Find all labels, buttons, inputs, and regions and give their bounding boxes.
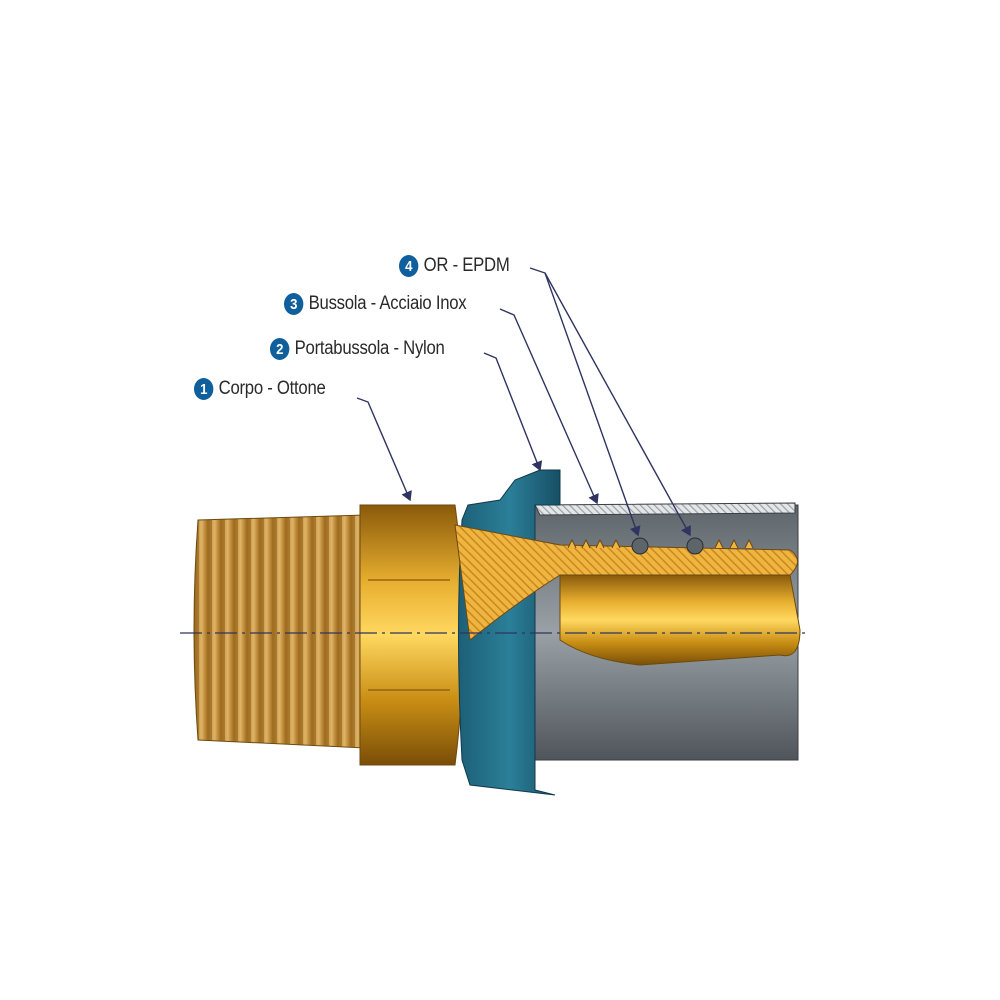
label-text: Portabussola - Nylon xyxy=(294,338,445,359)
label-bussola: 3 Bussola - Acciaio Inox xyxy=(284,293,467,315)
label-portabussola: 2 Portabussola - Nylon xyxy=(270,338,445,360)
badge-3: 3 xyxy=(284,293,304,315)
leader-1 xyxy=(356,397,412,502)
label-text: OR - EPDM xyxy=(423,255,510,276)
leader-3 xyxy=(499,308,599,505)
threaded-end xyxy=(193,514,366,749)
hex-body xyxy=(359,504,464,766)
leader-4b xyxy=(544,272,691,537)
badge-2: 2 xyxy=(270,338,290,360)
o-ring-1 xyxy=(631,537,649,555)
label-or: 4 OR - EPDM xyxy=(399,255,510,277)
leader-2 xyxy=(483,352,543,472)
label-text: Corpo - Ottone xyxy=(218,378,326,399)
badge-4: 4 xyxy=(399,255,419,277)
label-corpo: 1 Corpo - Ottone xyxy=(194,378,326,400)
o-ring-2 xyxy=(686,537,704,555)
inner-tube xyxy=(454,524,801,666)
label-text: Bussola - Acciaio Inox xyxy=(308,293,467,314)
badge-1: 1 xyxy=(194,378,214,400)
